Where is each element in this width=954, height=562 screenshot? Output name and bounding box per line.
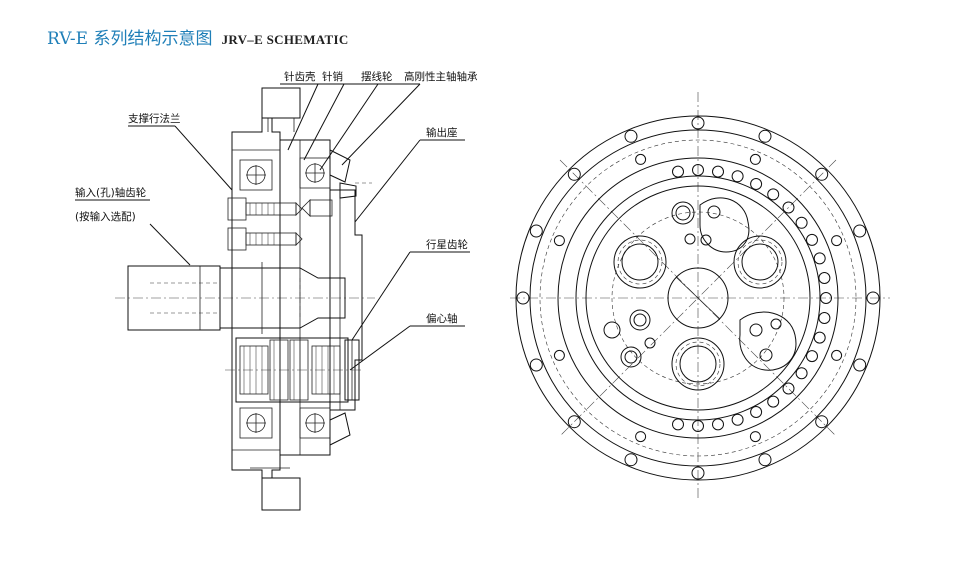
mounting-hole bbox=[691, 466, 705, 480]
title-english: JRV–E SCHEMATIC bbox=[221, 32, 349, 47]
center-bore bbox=[667, 267, 729, 329]
mounting-hole bbox=[691, 116, 705, 130]
inner-hole bbox=[553, 235, 565, 247]
pin-tooth bbox=[767, 395, 780, 408]
output-seat bbox=[330, 189, 363, 411]
pin-tooth bbox=[692, 164, 704, 176]
pin-tooth bbox=[813, 331, 826, 344]
pin-tooth bbox=[767, 188, 780, 201]
pin-housing-top bbox=[261, 87, 301, 119]
inner-hole bbox=[553, 349, 565, 361]
pin-tooth bbox=[672, 418, 684, 431]
pin-tooth bbox=[731, 413, 744, 426]
label-eccentric-shaft: 偏心轴 bbox=[426, 312, 458, 325]
mounting-hole bbox=[567, 167, 581, 181]
cycloid-disc bbox=[585, 185, 811, 411]
outer-flange bbox=[515, 115, 881, 481]
planet-gear-right bbox=[739, 311, 797, 371]
pin-tooth bbox=[782, 201, 795, 214]
label-support-flange: 支撑行法兰 bbox=[128, 112, 181, 125]
pin-tooth bbox=[806, 350, 818, 363]
inner-hole bbox=[749, 431, 761, 443]
pin-tooth bbox=[782, 382, 795, 395]
inner-hole bbox=[749, 153, 761, 165]
pin-tooth bbox=[818, 312, 831, 324]
input-shaft bbox=[127, 265, 221, 331]
pin-tooth bbox=[731, 170, 744, 183]
mounting-hole bbox=[529, 224, 543, 238]
inner-hole bbox=[635, 431, 647, 443]
main-bearing-bottom bbox=[329, 412, 351, 446]
pin-tooth bbox=[813, 252, 826, 265]
pin-tooth bbox=[750, 178, 763, 190]
mounting-hole bbox=[853, 224, 867, 238]
front-view bbox=[510, 92, 890, 500]
crank-bearing-3 bbox=[671, 337, 725, 391]
pin-housing-bottom bbox=[261, 477, 301, 511]
mounting-hole bbox=[624, 129, 638, 143]
label-planet-gear: 行星齿轮 bbox=[426, 238, 468, 251]
label-input-gear-note: (按输入选配) bbox=[75, 210, 136, 223]
mounting-hole bbox=[567, 415, 581, 429]
mounting-hole bbox=[529, 358, 543, 372]
pin-tooth bbox=[672, 165, 684, 178]
pin-tooth bbox=[795, 367, 808, 380]
pin-tooth bbox=[795, 216, 808, 229]
mounting-hole bbox=[866, 291, 880, 305]
label-output-seat: 输出座 bbox=[426, 126, 458, 139]
mounting-hole bbox=[624, 453, 638, 467]
inner-hole bbox=[831, 349, 843, 361]
label-pin: 针销 bbox=[322, 70, 343, 83]
mounting-hole bbox=[758, 453, 772, 467]
pin-teeth bbox=[672, 164, 832, 432]
main-bearing-top bbox=[329, 149, 351, 183]
mounting-hole bbox=[815, 415, 829, 429]
pin-tooth bbox=[806, 233, 818, 246]
pin-tooth bbox=[750, 406, 763, 418]
mounting-hole bbox=[758, 129, 772, 143]
section-view bbox=[75, 83, 470, 511]
page-title: RV-E 系列结构示意图 JRV–E SCHEMATIC bbox=[47, 24, 349, 49]
mounting-hole bbox=[815, 167, 829, 181]
pin-tooth bbox=[818, 272, 831, 284]
crank-bearing-2 bbox=[733, 235, 787, 289]
label-input-gear: 输入(孔)轴齿轮 bbox=[75, 186, 147, 199]
title-chinese: RV-E 系列结构示意图 bbox=[47, 29, 213, 49]
pin-tooth bbox=[712, 418, 724, 431]
inner-hole bbox=[635, 153, 647, 165]
mounting-hole bbox=[516, 291, 530, 305]
inner-hole bbox=[831, 235, 843, 247]
mounting-hole bbox=[853, 358, 867, 372]
pin-tooth bbox=[712, 165, 724, 178]
outer-mounting-holes bbox=[516, 116, 880, 480]
pin-tooth bbox=[820, 292, 832, 304]
label-main-bearing: 高刚性主轴轴承 bbox=[404, 70, 478, 83]
planet-gear-top bbox=[699, 197, 750, 253]
label-cycloid-gear: 摆线轮 bbox=[361, 70, 393, 83]
pin-tooth bbox=[692, 420, 704, 432]
label-pin-housing: 针齿壳 bbox=[284, 70, 316, 83]
crank-bearing-1 bbox=[613, 235, 667, 289]
